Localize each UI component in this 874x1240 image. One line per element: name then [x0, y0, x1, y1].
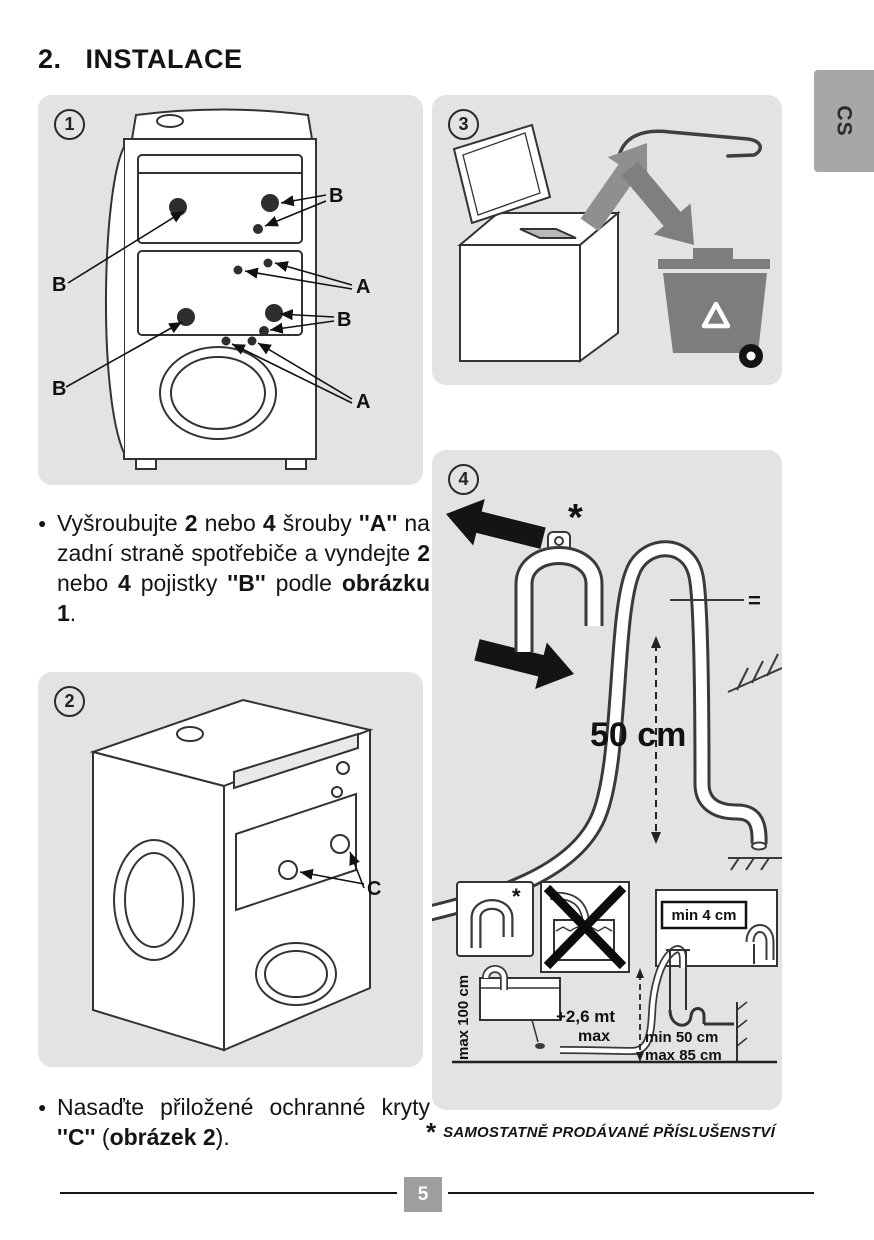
hose-length-label: +2,6 mt	[556, 1007, 615, 1026]
standpipe-dimension	[636, 968, 644, 1062]
arrow-up-icon	[580, 143, 648, 232]
footer-rule-left	[60, 1192, 397, 1194]
accessory-footnote: * SAMOSTATNĚ PRODÁVANÉ PŘÍSLUŠENSTVÍ	[426, 1117, 806, 1147]
language-tab: CS	[814, 70, 874, 172]
arrow-left-icon	[446, 498, 546, 549]
machine-three-quarter-illustration: C	[89, 698, 381, 1052]
min-50cm-label: min 50 cm	[645, 1029, 718, 1046]
figure-number: 2	[64, 691, 75, 711]
figure-number: 1	[64, 114, 75, 134]
machine-body	[89, 698, 374, 1052]
hose-guide-accessory	[514, 531, 604, 652]
machine-body	[105, 108, 317, 470]
hose-length-max-label: max	[578, 1028, 610, 1045]
label-b-lower-left: B	[52, 378, 66, 400]
footnote-asterisk: *	[426, 1117, 437, 1147]
section-title: INSTALACE	[85, 44, 243, 74]
packing-rod	[616, 129, 762, 163]
figure-4-panel: 4 * =	[432, 450, 782, 1110]
footnote-text: SAMOSTATNĚ PRODÁVANÉ PŘÍSLUŠENSTVÍ	[443, 1124, 775, 1141]
cross-out-icon	[543, 884, 627, 970]
figure-3-panel: 3	[432, 95, 782, 385]
accessory-asterisk: *	[568, 497, 583, 539]
inset-asterisk: *	[512, 884, 521, 909]
figure-number-badge: 2	[54, 686, 85, 717]
label-c: C	[367, 878, 381, 900]
figure-1-panel: 1	[38, 95, 423, 485]
instruction-step-1-text: Vyšroubujte 2 nebo 4 šrouby ''A'' na zad…	[57, 510, 430, 626]
label-a-right: A	[356, 276, 370, 298]
recycling-symbol-icon	[701, 301, 731, 329]
floor-hatching	[728, 857, 782, 871]
max-100cm-label: max 100 cm	[455, 975, 472, 1060]
instruction-step-2-text: Nasaďte přiložené ochranné kryty ''C'' (…	[57, 1094, 430, 1150]
figure-number: 4	[458, 469, 469, 489]
arrow-right-icon	[474, 639, 574, 690]
figure-number-badge: 4	[448, 464, 479, 495]
max-85cm-label: max 85 cm	[645, 1047, 722, 1064]
arrow-down-icon	[621, 161, 694, 245]
machine-back-illustration: B B A B B A	[52, 108, 370, 470]
drain-hose-illustration: * = 50 cm	[432, 497, 782, 1064]
wall-hatching	[727, 653, 782, 693]
section-number: 2.	[38, 44, 62, 74]
label-b-right: B	[337, 309, 351, 331]
instruction-step-1: ● Vyšroubujte 2 nebo 4 šrouby ''A'' na z…	[38, 508, 430, 628]
figure-number-badge: 3	[448, 109, 479, 140]
figure-number: 3	[458, 114, 469, 134]
equals-mark: =	[748, 588, 761, 613]
figure-number-badge: 1	[54, 109, 85, 140]
language-tab-label: CS	[833, 105, 856, 137]
recycle-bin-icon	[658, 248, 770, 368]
inset-box-hose-guide	[456, 881, 534, 957]
label-b-left: B	[52, 274, 66, 296]
packaging-disposal-illustration	[452, 123, 770, 368]
height-dimension	[651, 636, 661, 844]
instruction-step-2: ● Nasaďte přiložené ochranné kryty ''C''…	[38, 1092, 430, 1152]
page-number: 5	[404, 1177, 442, 1212]
label-pointer-lines	[299, 851, 365, 889]
bullet-marker: ●	[38, 515, 47, 531]
standpipe-drawing	[666, 949, 748, 1062]
height-label: 50 cm	[590, 716, 686, 754]
footer-rule-right	[448, 1192, 814, 1194]
figure-2-panel: 2	[38, 672, 423, 1067]
bullet-marker: ●	[38, 1099, 47, 1115]
page-title: 2. INSTALACE	[38, 44, 243, 75]
drain-installation-inset: * min 4 cm	[452, 881, 778, 1064]
label-pointer-lines	[65, 194, 353, 404]
label-a-lower-right: A	[356, 391, 370, 413]
min-4cm-label: min 4 cm	[671, 907, 736, 924]
drain-hose	[432, 540, 768, 922]
top-loader-machine	[452, 123, 621, 363]
label-b-top: B	[329, 185, 343, 207]
sink-drawing	[479, 965, 561, 1049]
